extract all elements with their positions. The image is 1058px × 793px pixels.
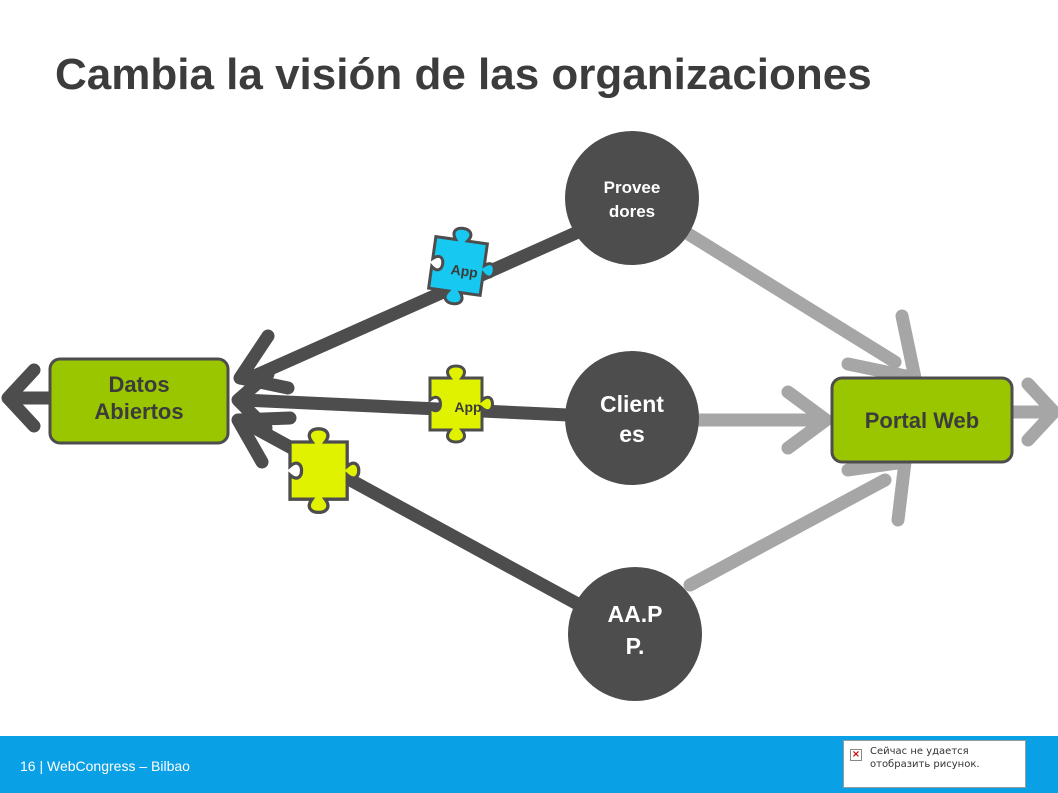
- broken-image-text: Сейчас не удается отобразить рисунок.: [870, 746, 980, 770]
- portal-web-box: [830, 376, 1014, 464]
- puzzle-piece-bottom: [288, 427, 361, 515]
- portal-web-label: Portal Web: [865, 408, 980, 433]
- arrowhead-portal-out: [1021, 377, 1058, 447]
- datos-abiertos-box: [48, 357, 230, 445]
- arrowhead-portal-middle: [781, 385, 833, 455]
- arrowhead-datos-out: [1, 363, 41, 433]
- puzzle-middle-label: App: [454, 399, 481, 415]
- arrow-proveedores-portal: [683, 228, 902, 369]
- puzzle-top-label: App: [450, 261, 479, 281]
- arrowhead-datos-top: [233, 329, 295, 395]
- proveedores-circle: [565, 131, 699, 265]
- broken-image-placeholder: × Сейчас не удается отобразить рисунок.: [843, 740, 1026, 788]
- arrowhead-datos-bottom: [231, 411, 297, 469]
- footer-text: 16 | WebCongress – Bilbao: [20, 758, 190, 774]
- clientes-circle: [565, 351, 699, 485]
- puzzle-piece-top: App: [425, 223, 501, 311]
- puzzle-piece-middle: App: [428, 364, 494, 444]
- arrow-aapp-portal: [683, 473, 892, 592]
- arrow-clientes-datos: [237, 393, 575, 422]
- broken-image-icon: ×: [850, 749, 862, 761]
- aapp-circle: [568, 567, 702, 701]
- arrow-proveedores-datos: [243, 225, 585, 385]
- slide-title: Cambia la visión de las organizaciones: [55, 50, 872, 99]
